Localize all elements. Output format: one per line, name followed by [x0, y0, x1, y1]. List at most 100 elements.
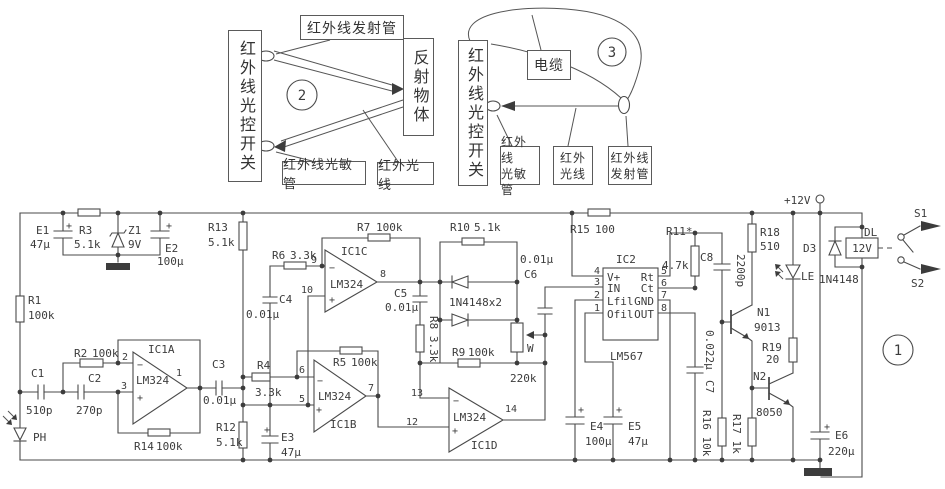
- label-ic1b-lm324: LM324: [318, 390, 351, 403]
- wire-top-rail: [19, 212, 863, 228]
- label-dl-value: 12V: [852, 242, 872, 255]
- resistor-r4-body: [251, 372, 271, 382]
- diode-d1-icon: [450, 275, 469, 289]
- resistor-r7-body: [367, 233, 391, 242]
- label-ph: PH: [33, 431, 46, 444]
- wire-c8-r16: [721, 232, 732, 461]
- beam-arrow-icon: [392, 83, 404, 95]
- wire-bias-column: [242, 212, 315, 461]
- label-r4: R4: [257, 359, 271, 372]
- label-r11: R11*: [666, 225, 693, 238]
- schematic-wires: [19, 202, 921, 478]
- label-e3-value: 47µ: [281, 446, 301, 459]
- zener-z1-icon: [111, 231, 125, 248]
- label-r14: R14: [134, 440, 154, 453]
- transistor-n1-icon: [730, 304, 753, 389]
- cap-e1-e2-e3-plates: [53, 230, 279, 444]
- label-n2: N2: [753, 370, 766, 383]
- relay-dl-box: [845, 237, 879, 259]
- label-r19-value: 20: [766, 353, 779, 366]
- label-ic1d: IC1D: [471, 439, 498, 452]
- callout-sensor: [275, 151, 313, 162]
- label-r14-value: 100k: [156, 440, 183, 453]
- label-s2: S2: [911, 277, 924, 290]
- label-c1-value: 510p: [26, 404, 53, 417]
- label-r6: R6: [272, 249, 285, 262]
- resistor-r1-body: [15, 295, 25, 323]
- switch-contact-icon: [897, 256, 905, 264]
- label-e6: E6: [835, 429, 848, 442]
- ground-symbol-icon: [106, 263, 130, 270]
- wire-ic2-left: [571, 212, 614, 461]
- label-c6: C6: [524, 268, 537, 281]
- label-dl: DL: [864, 226, 878, 239]
- d2-ray-box: 红外光线: [377, 158, 434, 192]
- label-d3-value: 1N4148: [819, 273, 859, 286]
- d3-ray-box: 红外 光线: [553, 146, 593, 185]
- ic1c-minus: −: [329, 263, 335, 274]
- label-r1: R1: [28, 294, 41, 307]
- label-n1-value: 9013: [754, 321, 781, 334]
- label-c7: C7: [703, 380, 716, 393]
- led-le-icon: [785, 264, 801, 280]
- label-r16: R16 10k: [700, 410, 713, 457]
- wire-switch-contacts: [902, 225, 921, 270]
- power-terminal-icon: [815, 194, 825, 204]
- label-ic1a-pin3: 3: [121, 381, 127, 392]
- label-ic1c-pin10: 10: [301, 285, 313, 296]
- ic1c-plus: +: [329, 295, 335, 306]
- ic2-lm567-box: [602, 267, 659, 341]
- label-r15-value: 100: [595, 223, 615, 236]
- d2-reflector-label: 反射物体: [410, 49, 428, 125]
- opamp-ic1d-icon: [448, 387, 505, 453]
- label-ic1c-pin8: 8: [380, 269, 386, 280]
- s1-arrow-icon: [921, 221, 941, 231]
- label-ic1b: IC1B: [330, 418, 357, 431]
- label-ic1d-lm324: LM324: [453, 411, 486, 424]
- label-r5-value: 100k: [351, 356, 378, 369]
- n1-emitter-arrow-icon: [742, 333, 749, 339]
- ic2-in: IN: [607, 282, 620, 295]
- ir-beam-return: [280, 99, 404, 149]
- ic2-vplus: V+: [607, 271, 621, 284]
- beam-return-arrow-icon: [274, 140, 286, 152]
- capacitor-c1-c2-c3-plates: [37, 380, 223, 400]
- label-e2-value: 100µ: [157, 255, 184, 268]
- d3-sensor-line1: 红外线: [501, 134, 528, 165]
- resistor-r17-body: [747, 417, 757, 447]
- label-s1: S1: [914, 207, 927, 220]
- d2-emitter-label: 红外线发射管: [307, 19, 397, 36]
- label-ic1a-lm324: LM324: [136, 374, 169, 387]
- label-ic1c-lm324: LM324: [330, 278, 363, 291]
- label-e3: E3: [281, 431, 294, 444]
- label-e4-value: 100µ: [585, 435, 612, 448]
- pot-wiper-arrow-icon: [526, 331, 534, 339]
- ic1d-plus: +: [452, 426, 458, 437]
- label-e5: E5: [628, 420, 641, 433]
- wire-ic1c: [269, 237, 421, 406]
- label-r12: R12: [216, 421, 236, 434]
- d2-ray-label: 红外光线: [378, 157, 421, 192]
- label-c7-value: 0.022µ: [703, 330, 716, 370]
- opamp-ic1b-icon: [313, 358, 367, 434]
- light-arrowhead-icon: [11, 414, 17, 420]
- capacitor-c4-c5-c6-plates: [262, 295, 553, 315]
- label-n1: N1: [757, 306, 770, 319]
- label-c1: C1: [31, 367, 44, 380]
- led-arrowhead-icon: [775, 264, 781, 270]
- s2-arrow-icon: [921, 264, 941, 274]
- ic2-rt: Rt: [641, 271, 654, 284]
- label-c4: C4: [279, 293, 293, 306]
- opamp-ic1a-icon: [132, 350, 188, 426]
- callout-ray: [567, 107, 577, 147]
- ic2-ofil: Ofil: [607, 308, 634, 321]
- d3-cable-label: 电缆: [534, 57, 564, 73]
- label-r11-value: 4.7k: [662, 259, 689, 272]
- label-ic1d-pin12: 12: [406, 417, 418, 428]
- label-e1: E1: [36, 224, 49, 237]
- light-arrowhead-icon: [6, 419, 12, 425]
- label-r10: R10: [450, 221, 470, 234]
- label-c2: C2: [88, 372, 101, 385]
- emitter-bulb-icon: [617, 95, 631, 115]
- resistor-r16-body: [717, 417, 727, 447]
